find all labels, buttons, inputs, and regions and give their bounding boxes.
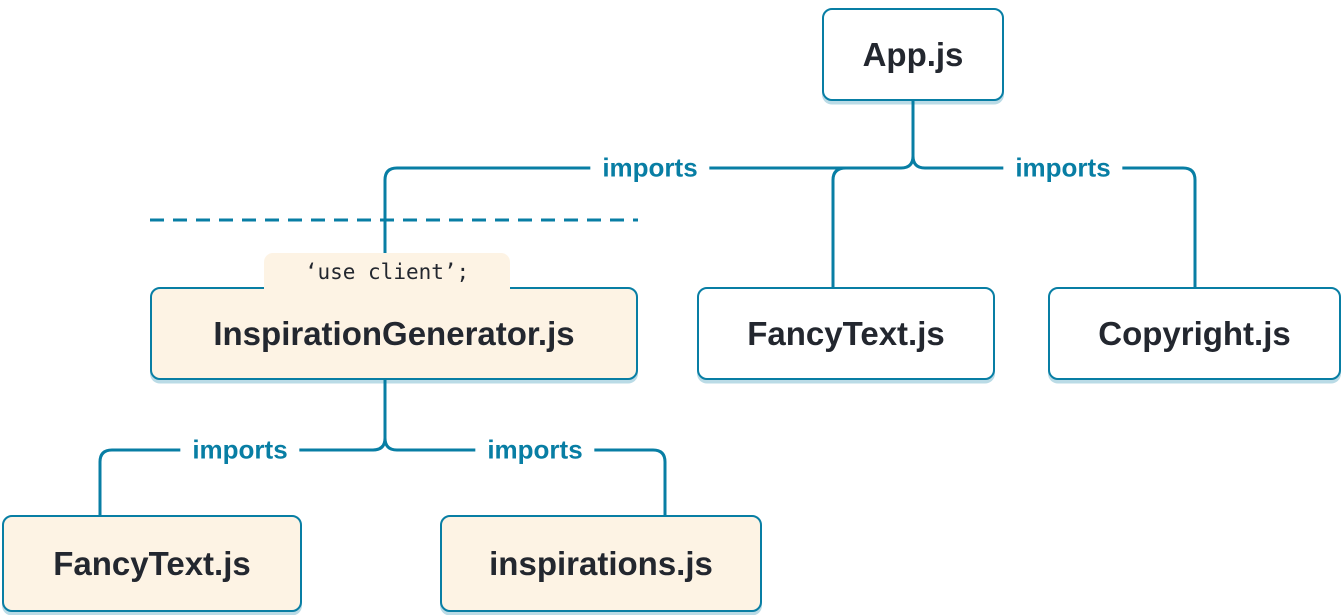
node-label: inspirations.js	[489, 544, 713, 582]
directive-text: ‘use client’;	[304, 259, 470, 284]
edge-label-imports: imports	[180, 434, 300, 466]
node-fancy-text-js-bottom: FancyText.js	[2, 515, 302, 612]
node-app-js: App.js	[822, 8, 1004, 101]
edge-label-imports: imports	[1003, 152, 1123, 184]
node-label: InspirationGenerator.js	[213, 314, 575, 352]
edge-app-to-copyright	[911, 98, 1197, 290]
node-label: Copyright.js	[1098, 314, 1291, 352]
edge-app-to-fancy-text	[831, 166, 847, 290]
node-label: FancyText.js	[53, 544, 251, 582]
use-client-directive-badge: ‘use client’;	[264, 253, 510, 290]
node-label: App.js	[862, 35, 964, 73]
edge-label-imports: imports	[590, 152, 710, 184]
node-label: FancyText.js	[747, 314, 945, 352]
edge-label-imports: imports	[475, 434, 595, 466]
node-fancy-text-js-top: FancyText.js	[697, 287, 995, 380]
node-inspiration-generator-js: InspirationGenerator.js	[150, 287, 638, 380]
node-copyright-js: Copyright.js	[1048, 287, 1341, 380]
node-inspirations-js: inspirations.js	[440, 515, 762, 612]
